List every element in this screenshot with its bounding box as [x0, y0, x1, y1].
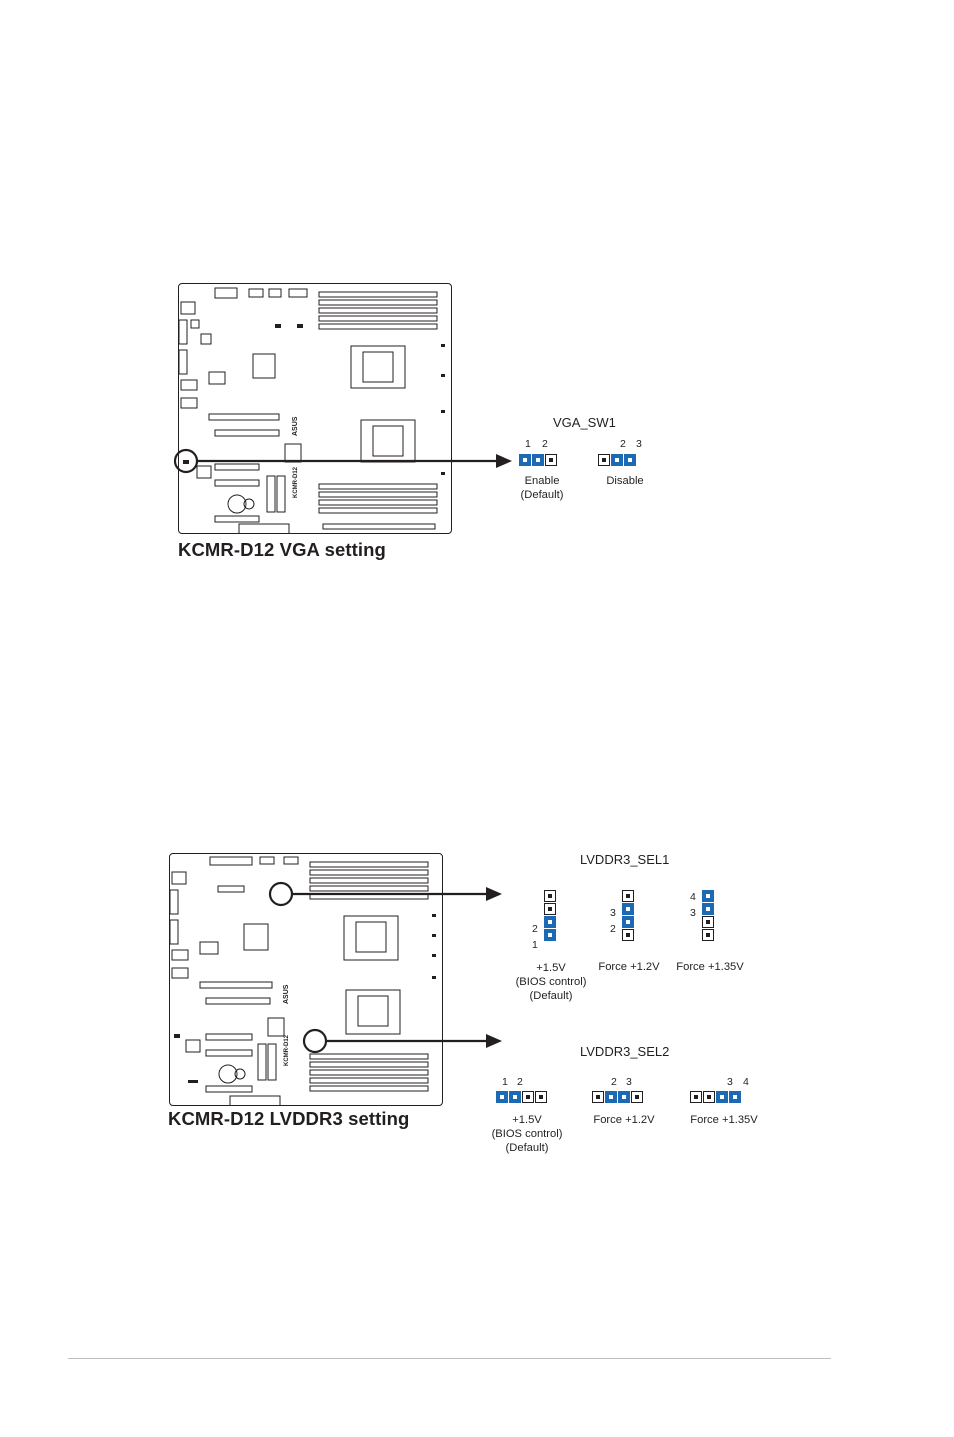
- footer-divider: [68, 1358, 831, 1359]
- sel1-option-a-sublabel: (BIOS control): [516, 975, 587, 989]
- sel1-option-b-label: Force +1.2V: [598, 960, 659, 974]
- jumper-pin: [622, 903, 634, 915]
- pin-number: 3: [626, 1076, 632, 1088]
- sel2-option-b-jumper: [592, 1091, 644, 1103]
- sel2-option-a-sublabel: (BIOS control): [492, 1127, 563, 1141]
- lvddr3-caption: KCMR-D12 LVDDR3 setting: [168, 1108, 409, 1130]
- jumper-pin: [622, 890, 634, 902]
- sel2-option-b-label: Force +1.2V: [593, 1113, 654, 1127]
- pin-number: 2: [532, 923, 538, 935]
- sel2-option-c-jumper: [690, 1091, 742, 1103]
- sel2-option-a-jumper: [496, 1091, 548, 1103]
- jumper-pin: [716, 1091, 728, 1103]
- sel1-option-c-jumper: [702, 890, 714, 942]
- lvddr3-sel1-title: LVDDR3_SEL1: [580, 852, 669, 867]
- jumper-pin: [702, 890, 714, 902]
- pin-number: 1: [502, 1076, 508, 1088]
- jumper-pin: [509, 1091, 521, 1103]
- pin-number: 3: [690, 907, 696, 919]
- jumper-pin: [729, 1091, 741, 1103]
- sel2-option-c-label: Force +1.35V: [690, 1113, 757, 1127]
- jumper-pin: [592, 1091, 604, 1103]
- sel2-option-a-label: +1.5V: [512, 1113, 542, 1127]
- lvddr3-sel2-title: LVDDR3_SEL2: [580, 1044, 669, 1059]
- jumper-pin: [702, 903, 714, 915]
- sel1-option-c-label: Force +1.35V: [676, 960, 743, 974]
- jumper-pin: [702, 916, 714, 928]
- jumper-pin: [618, 1091, 630, 1103]
- sel1-option-a-label: +1.5V: [536, 961, 566, 975]
- pin-number: 3: [727, 1076, 733, 1088]
- jumper-pin: [605, 1091, 617, 1103]
- pin-number: 2: [610, 923, 616, 935]
- jumper-pin: [544, 916, 556, 928]
- sel1-option-b-jumper: [622, 890, 634, 942]
- jumper-pin: [631, 1091, 643, 1103]
- pin-number: 4: [743, 1076, 749, 1088]
- jumper-pin: [622, 916, 634, 928]
- sel1-option-a-jumper: [544, 890, 556, 942]
- pin-number: 4: [690, 891, 696, 903]
- jumper-pin: [544, 929, 556, 941]
- pin-number: 2: [517, 1076, 523, 1088]
- pin-number: 1: [532, 939, 538, 951]
- sel1-option-a-default: (Default): [530, 989, 573, 1003]
- jumper-pin: [496, 1091, 508, 1103]
- pin-number: 2: [611, 1076, 617, 1088]
- pin-number: 3: [610, 907, 616, 919]
- sel2-option-a-default: (Default): [506, 1141, 549, 1155]
- jumper-pin: [690, 1091, 702, 1103]
- jumper-pin: [544, 903, 556, 915]
- jumper-pin: [703, 1091, 715, 1103]
- jumper-pin: [702, 929, 714, 941]
- jumper-pin: [622, 929, 634, 941]
- jumper-pin: [544, 890, 556, 902]
- jumper-pin: [535, 1091, 547, 1103]
- jumper-pin: [522, 1091, 534, 1103]
